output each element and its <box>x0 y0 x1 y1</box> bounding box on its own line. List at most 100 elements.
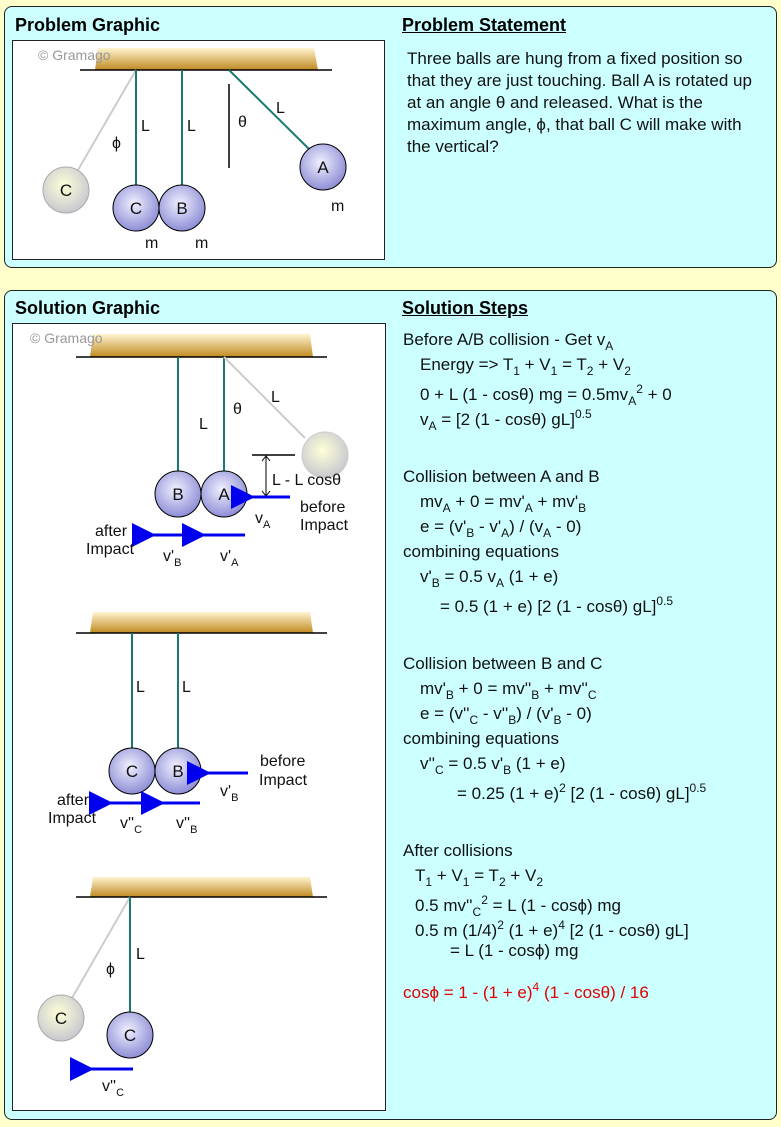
ball-label: C <box>130 199 142 218</box>
final-result: cosϕ = 1 - (1 + e)4 (1 - cosθ) / 16 <box>403 975 706 1002</box>
solution-diagram-ab: © Gramago B A L θ L L - L cosθ before Im… <box>30 330 349 569</box>
solution-diagram-bc: C B L L before Impact after Impact v'B v… <box>48 612 327 836</box>
equation-segment: mv' <box>420 679 446 698</box>
mass-label: m <box>195 235 208 252</box>
equation-segment: C <box>435 763 444 777</box>
equation-segment: C <box>472 905 482 919</box>
velocity-label: v'B <box>163 548 181 569</box>
equation-segment: 1 <box>513 364 520 378</box>
problem-diagram: © Gramago C C B A L L θ L ϕ m m m <box>38 47 347 252</box>
equation-segment: A <box>442 501 451 515</box>
ball-label: C <box>55 1009 67 1028</box>
length-label: L <box>136 679 145 696</box>
equation-line: vA = [2 (1 - cosθ) gL]0.5 <box>403 402 706 433</box>
impact-label: Impact <box>48 810 97 827</box>
equation-segment: (1 + e) <box>504 567 559 586</box>
equation-segment: B <box>503 763 512 777</box>
equation-segment: 2 <box>497 918 504 932</box>
length-label: L <box>276 100 285 117</box>
equation-segment: v'' <box>420 754 435 773</box>
ball-label: B <box>172 485 183 504</box>
equation-line: Collision between A and B <box>403 464 706 489</box>
equation-line: = 0.5 (1 + e) [2 (1 - cosθ) gL]0.5 <box>403 589 706 616</box>
ball-a <box>299 143 347 191</box>
equation-segment: = T <box>469 866 499 885</box>
equation-segment: A <box>605 339 614 353</box>
equation-line: v'B = 0.5 vA (1 + e) <box>403 564 706 590</box>
length-label: L <box>271 389 280 406</box>
equation-line: mv'B + 0 = mv''B + mv''C <box>403 676 706 702</box>
equation-segment: = 0.5 v' <box>443 754 504 773</box>
equation-segment: (1 + e) <box>503 921 559 940</box>
equation-segment: 1 <box>462 875 470 889</box>
equation-segment: A <box>496 576 505 590</box>
after-label: after <box>57 792 90 809</box>
equation-segment: = L (1 - cosϕ) mg <box>487 896 621 915</box>
watermark: © Gramago <box>38 47 111 63</box>
equation-segment: A <box>628 394 637 408</box>
equation-segment: [2 (1 - cosθ) gL] <box>564 921 689 940</box>
equation-segment: v <box>420 410 429 429</box>
equation-segment: = [2 (1 - cosθ) gL] <box>436 410 575 429</box>
length-label: L <box>199 416 208 433</box>
equation-segment: Energy => T <box>420 355 514 374</box>
equation-segment: e = (v' <box>420 517 467 536</box>
equation-line: Before A/B collision - Get vA <box>403 327 706 353</box>
equation-segment: ) / (v' <box>516 704 554 723</box>
equation-segment: 2 <box>536 875 544 889</box>
ball-label: C <box>124 1026 136 1045</box>
ceiling <box>90 877 313 897</box>
equation-segment: [2 (1 - cosθ) gL] <box>565 784 690 803</box>
ball-label: B <box>172 762 183 781</box>
equation-line: Energy => T1 + V1 = T2 + V2 <box>403 352 706 378</box>
equation-segment: C <box>587 688 597 702</box>
solution-diagram-c: C C ϕ L v''C <box>37 877 327 1099</box>
height-label: L - L cosθ <box>272 472 341 489</box>
problem-statement: Three balls are hung from a fixed positi… <box>407 49 752 156</box>
equation-segment: 1 <box>425 875 433 889</box>
equation-line: Collision between B and C <box>403 651 706 676</box>
equation-segment: = 0.5 (1 + e) [2 (1 - cosθ) gL] <box>440 597 657 616</box>
equation-segment: A <box>501 526 510 540</box>
solution-steps-title: Solution Steps <box>402 298 528 318</box>
equation-segment: cosϕ = 1 - (1 + e) <box>403 983 533 1002</box>
equation-segment: B <box>466 526 475 540</box>
equation-segment: - v' <box>474 517 502 536</box>
velocity-label: v'B <box>220 783 238 804</box>
equation-segment: (1 - cosθ) / 16 <box>539 983 649 1002</box>
ceiling <box>95 48 318 70</box>
equation-line: v''C = 0.5 v'B (1 + e) <box>403 751 706 777</box>
equation-segment: + 0 <box>642 385 672 404</box>
ceiling <box>90 334 313 357</box>
equation-segment: A <box>428 419 437 433</box>
equation-line: 0 + L (1 - cosθ) mg = 0.5mvA2 + 0 <box>403 377 706 408</box>
before-label: before <box>260 753 305 770</box>
equation-segment: combining equations <box>403 729 559 748</box>
equation-segment: 2 <box>624 364 631 378</box>
equation-segment: Before A/B collision - Get v <box>403 330 606 349</box>
impact-label: Impact <box>300 517 349 534</box>
ball-c-ghost <box>42 166 90 214</box>
solution-graphic-title: Solution Graphic <box>15 298 161 318</box>
theta-label: θ <box>233 401 242 418</box>
ball-label: C <box>126 762 138 781</box>
ball-label: A <box>317 158 329 177</box>
equation-line: 0.5 m (1/4)2 (1 + e)4 [2 (1 - cosθ) gL] <box>403 913 706 940</box>
equation-segment: T <box>415 866 426 885</box>
equation-line: e = (v'B - v'A) / (vA - 0) <box>403 514 706 540</box>
ball-b <box>158 184 206 232</box>
equation-segment: 4 <box>532 980 540 994</box>
equation-segment: + 0 = mv' <box>450 492 525 511</box>
equation-segment: + V <box>593 355 625 374</box>
equation-segment: = L (1 - cosϕ) mg <box>450 941 579 960</box>
equation-segment: - v'' <box>478 704 509 723</box>
velocity-label: v''C <box>102 1078 124 1099</box>
equation-segment: 0.5 mv'' <box>415 896 473 915</box>
equation-line: = L (1 - cosϕ) mg <box>403 938 706 963</box>
length-label: L <box>136 946 145 963</box>
equation-segment: 0.5 <box>689 781 707 795</box>
equation-line: 0.5 mv''C2 = L (1 - cosϕ) mg <box>403 888 706 919</box>
